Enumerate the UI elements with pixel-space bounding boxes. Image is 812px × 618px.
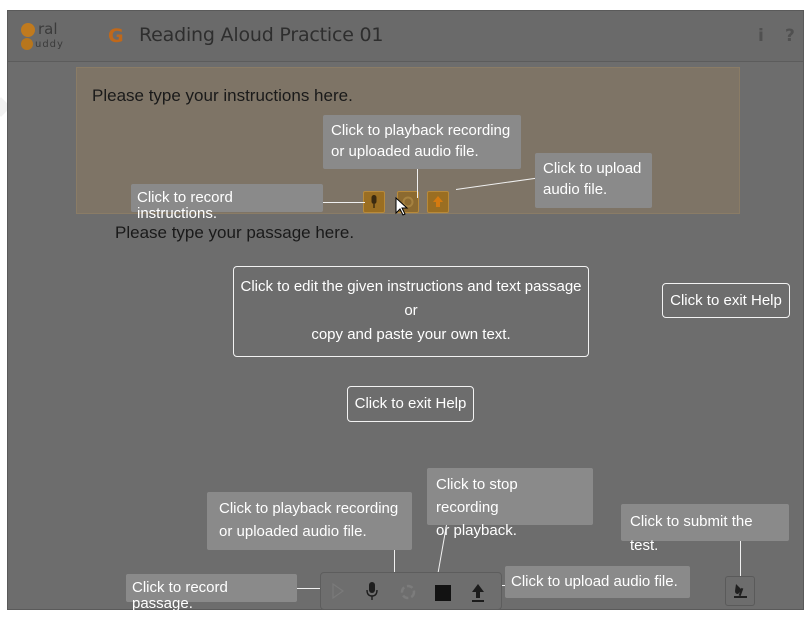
tip-record-passage: Click to record passage. <box>126 574 297 612</box>
tip-text: Click to edit the given instructions and… <box>240 278 582 295</box>
exit-help-button-center[interactable]: Click to exit Help <box>347 386 474 422</box>
microphone-icon <box>366 582 378 600</box>
instructions-field[interactable]: Please type your instructions here. <box>92 86 353 105</box>
tip-text: Click to upload audio file. <box>511 573 678 590</box>
info-icon[interactable]: i <box>758 26 764 46</box>
tip-upload-instructions: Click to upload audio file. <box>535 153 652 208</box>
tip-text: or uploaded audio file. <box>331 143 479 160</box>
tip-text: or playback. <box>436 522 517 539</box>
record-passage-button[interactable] <box>366 582 378 607</box>
oralbuddy-logo[interactable]: ral uddy <box>18 20 78 54</box>
tip-playback-instructions: Click to playback recording or uploaded … <box>323 115 521 169</box>
upload-icon <box>433 196 443 207</box>
playback-icon <box>402 196 414 208</box>
tip-text: or uploaded audio file. <box>219 523 367 540</box>
pointer-line <box>394 550 395 578</box>
tip-text: Click to playback recording <box>219 500 399 517</box>
cursor-icon <box>395 196 409 222</box>
logo-text-top: ral <box>38 20 58 38</box>
stop-icon <box>435 585 451 601</box>
tip-upload-passage: Click to upload audio file. <box>505 566 690 598</box>
tip-text: audio file. <box>543 181 608 198</box>
exit-help-button-right[interactable]: Click to exit Help <box>662 283 790 318</box>
tip-text: copy and paste your own text. <box>311 326 511 343</box>
tip-text: Click to record passage. <box>132 579 228 612</box>
tip-playback-passage: Click to playback recording or uploaded … <box>207 492 412 550</box>
stop-button[interactable] <box>435 585 451 606</box>
passage-toolbar <box>320 572 502 610</box>
tip-stop: Click to stop recording or playback. <box>427 468 593 539</box>
g-app-icon: G <box>108 25 124 47</box>
playback-icon <box>400 584 416 600</box>
tip-text: or <box>404 302 418 319</box>
pointer-line <box>740 541 741 577</box>
tip-text: Click to submit the test. <box>630 513 753 554</box>
microphone-icon <box>371 195 377 208</box>
help-icon[interactable]: ? <box>785 26 795 46</box>
pointer-line <box>323 202 365 203</box>
record-instructions-button[interactable] <box>363 191 385 213</box>
logo-text-bottom: uddy <box>35 39 64 50</box>
exit-help-label: Click to exit Help <box>670 292 782 309</box>
tip-record-instructions: Click to record instructions. <box>131 184 323 222</box>
tip-edit-text: Click to edit the given instructions and… <box>233 266 589 357</box>
tip-text: Click to upload <box>543 160 642 177</box>
pointer-line <box>417 169 418 198</box>
upload-icon <box>472 584 484 602</box>
tip-text: Click to stop recording <box>436 476 518 516</box>
playback-passage-button[interactable] <box>399 583 417 606</box>
tip-text: Click to playback recording <box>331 122 511 139</box>
passage-field[interactable]: Please type your passage here. <box>115 223 355 242</box>
submit-button[interactable] <box>725 576 755 606</box>
play-icon <box>332 582 345 600</box>
tip-submit: Click to submit the test. <box>621 504 789 554</box>
page-title: Reading Aloud Practice 01 <box>139 24 384 46</box>
tip-text: Click to record instructions. <box>137 189 233 222</box>
upload-passage-button[interactable] <box>471 583 485 608</box>
app-window: ral uddy G Reading Aloud Practice 01 i ?… <box>7 10 804 612</box>
header-bar: ral uddy G Reading Aloud Practice 01 i ? <box>8 11 803 62</box>
submit-icon <box>734 584 747 598</box>
play-button[interactable] <box>331 582 345 604</box>
exit-help-label: Click to exit Help <box>354 395 467 412</box>
upload-instructions-button[interactable] <box>427 191 449 213</box>
